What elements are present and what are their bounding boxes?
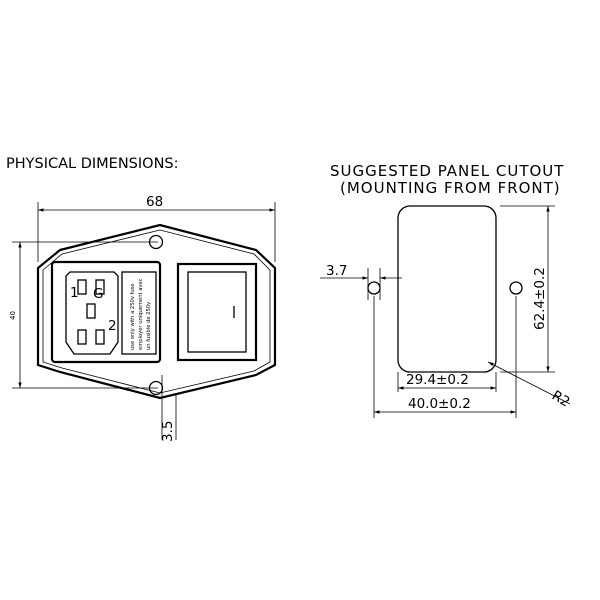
- offset-label: 3.5: [160, 421, 176, 442]
- radius-callout: R2: [487, 361, 573, 411]
- hole-offset-dimension: 3.7: [320, 263, 402, 300]
- pin-g-label: G: [93, 286, 103, 302]
- outer-width-dimension: 40.0±0.2: [373, 296, 517, 418]
- bottom-mounting-hole: [148, 380, 164, 396]
- pin-1-label: 1: [70, 285, 79, 301]
- height-dimension: 40: [9, 241, 158, 389]
- top-mounting-hole: [148, 234, 164, 250]
- fuse-label-box: use only with a 250v fuse employer uniqu…: [121, 271, 157, 355]
- hole-offset-label: 3.7: [326, 263, 347, 279]
- rocker-switch: [176, 262, 258, 362]
- panel-cutout: [397, 205, 497, 373]
- cutout-title-line2: (MOUNTING FROM FRONT): [340, 179, 561, 197]
- width-dimension: 68: [37, 194, 276, 262]
- fuse-note-line1: use only with a 250v fuse: [130, 283, 136, 350]
- cutout-height-dimension: 62.4±0.2: [500, 205, 555, 373]
- height-label: 40: [9, 311, 17, 320]
- inner-width-dimension: 29.4±0.2: [397, 372, 497, 392]
- iec-socket: 1 G 2: [50, 260, 162, 364]
- fuse-note-line2: employer uniquement avec: [138, 278, 144, 350]
- cutout-height-label: 62.4±0.2: [532, 267, 548, 330]
- cutout-title-line1: SUGGESTED PANEL CUTOUT: [330, 162, 564, 180]
- inner-width-label: 29.4±0.2: [406, 372, 469, 388]
- radius-label: R2: [549, 388, 573, 411]
- fuse-note-line3: un fusible de 250v: [146, 302, 152, 350]
- outer-width-label: 40.0±0.2: [408, 396, 471, 412]
- module-outline: [36, 223, 277, 400]
- physical-dimensions-title: PHYSICAL DIMENSIONS:: [6, 156, 179, 172]
- pin-2-label: 2: [108, 318, 117, 334]
- left-cutout-hole: [367, 281, 381, 295]
- width-label: 68: [146, 194, 163, 210]
- right-cutout-hole: [509, 281, 523, 295]
- offset-dimension: 3.5: [160, 375, 177, 442]
